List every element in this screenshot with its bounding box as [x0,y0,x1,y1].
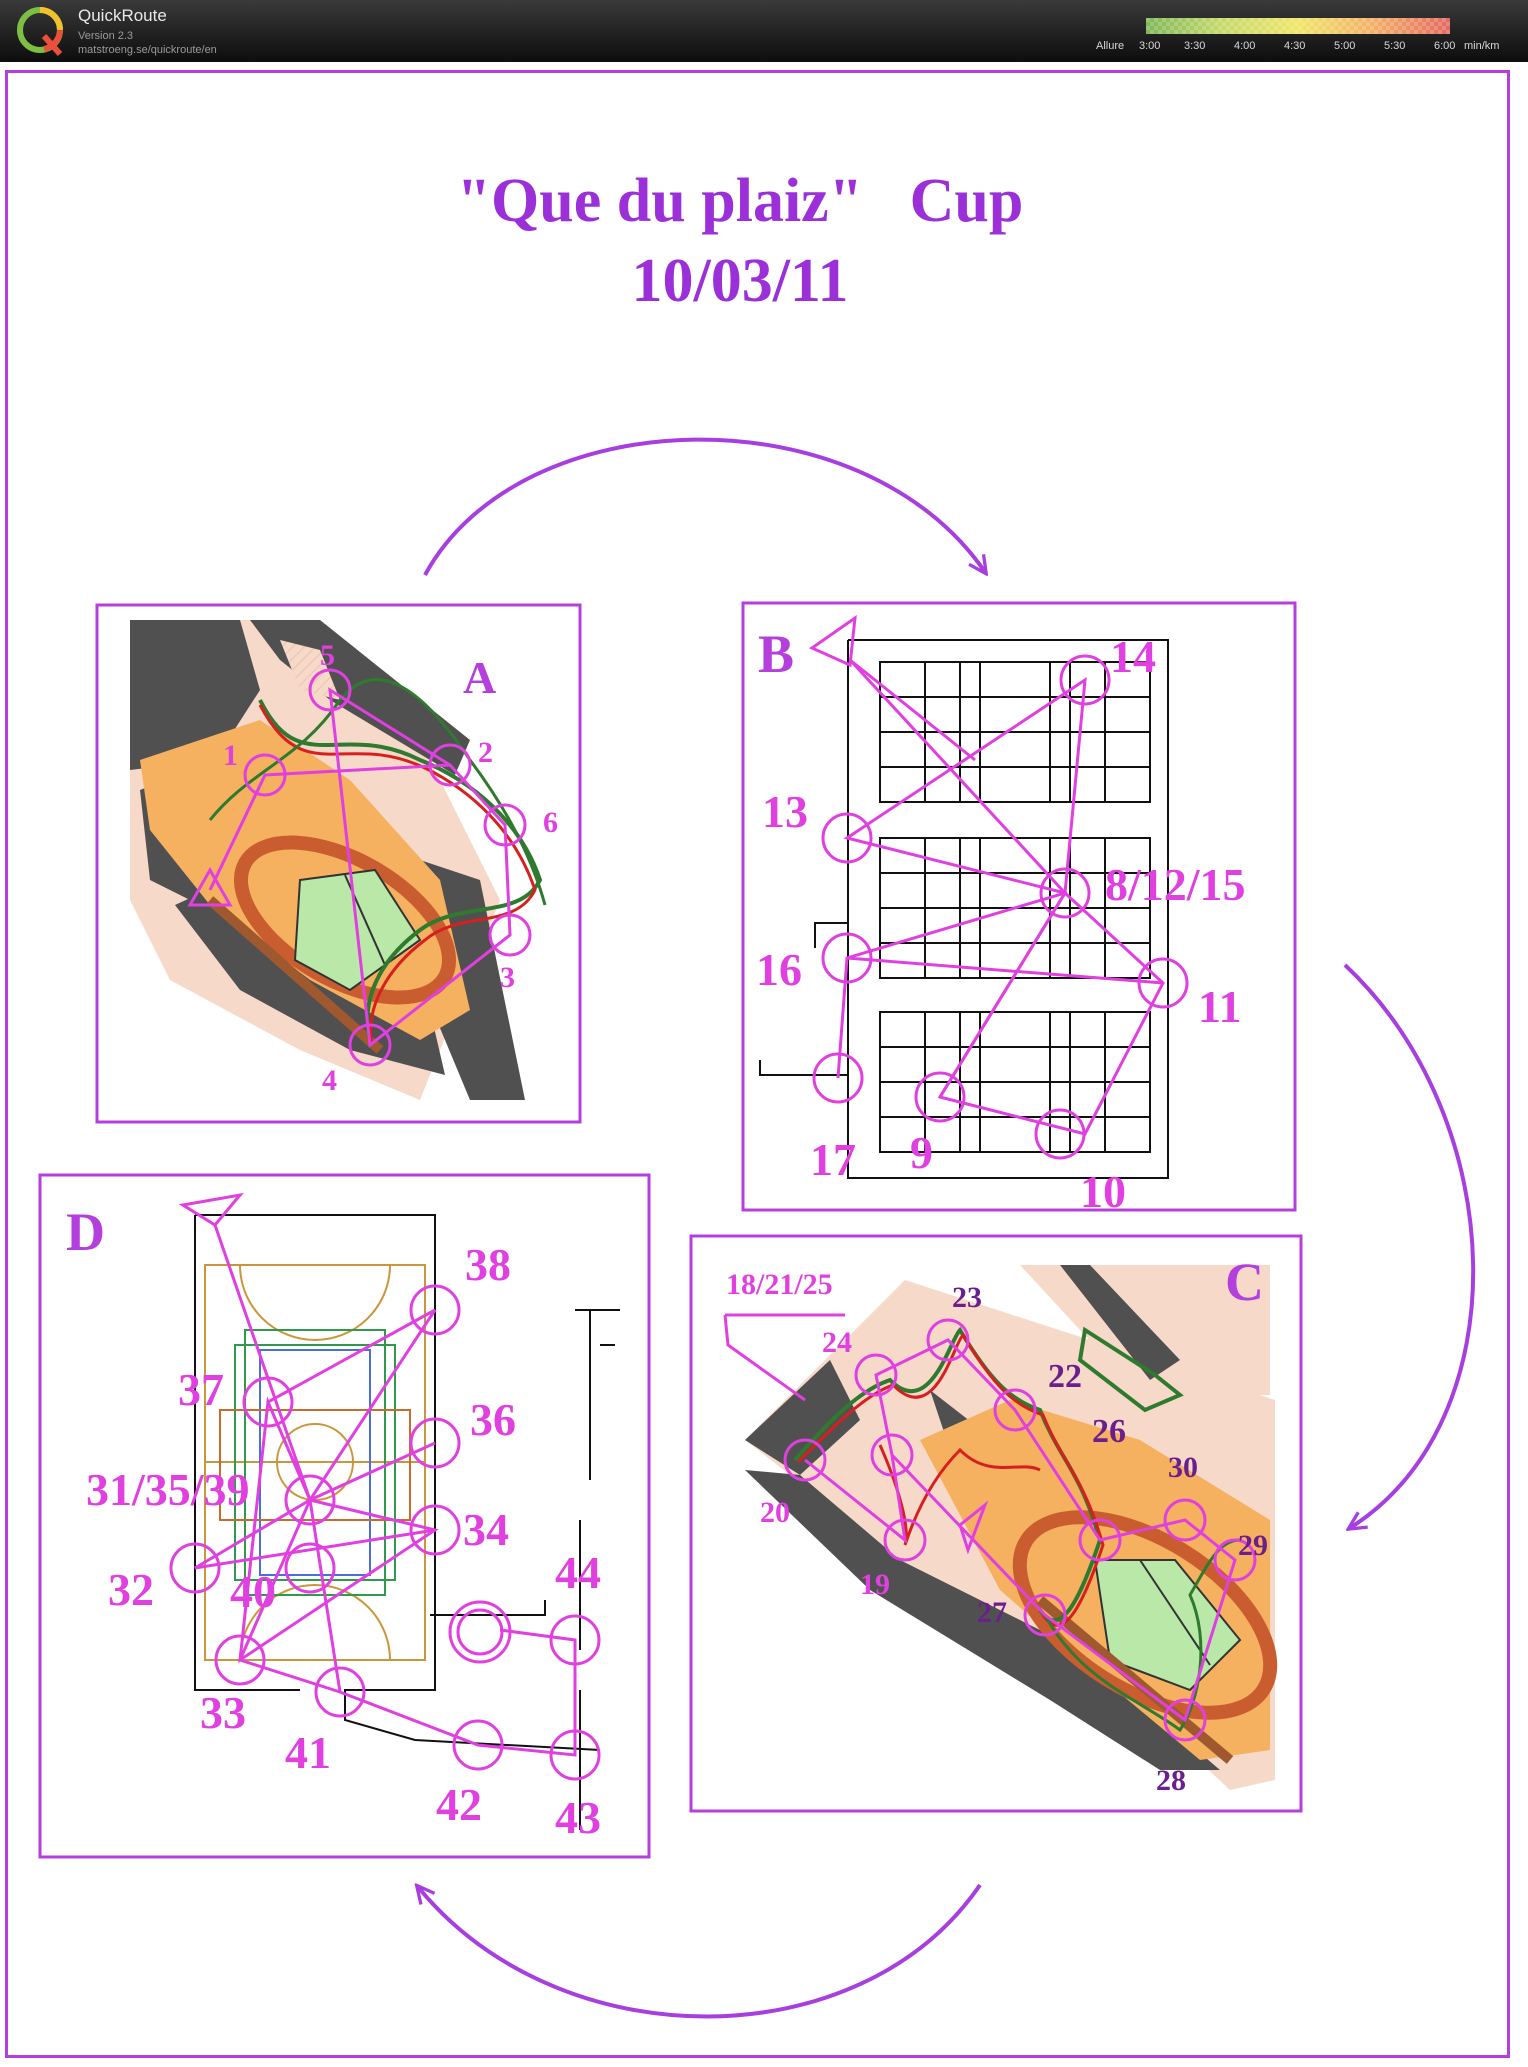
control-label: 37 [178,1364,224,1415]
control-label: 38 [465,1239,511,1290]
map-a-course [187,668,532,1067]
map-d-letter: D [66,1202,105,1262]
control-label: 36 [470,1394,516,1445]
event-date: 10/03/11 [631,247,849,315]
pace-tick: 6:00 [1434,40,1456,52]
map-panel-b: B 8/12/15 9 10 11 13 14 16 17 [741,601,1297,1217]
control-label: 40 [230,1566,276,1617]
control-label: 30 [1168,1451,1198,1484]
app-url: matstroeng.se/quickroute/en [78,44,217,56]
map-c-course [723,1313,1257,1742]
control-label: 9 [910,1127,933,1178]
control-label: 8/12/15 [1105,859,1246,910]
control-label: 14 [1110,631,1156,682]
map-sheet-frame [5,70,1510,2058]
control-label: 13 [762,786,808,837]
control-label: 24 [822,1326,852,1359]
map-panel-c: C 18/21/25 19 20 22 23 24 26 27 28 29 30 [689,1234,1303,1813]
control-label: 5 [320,639,335,672]
event-title: "Que du plaiz" Cup [0,170,1480,232]
pace-scale-axis: Allure 3:00 3:30 4:00 4:30 5:00 5:30 6:0… [1090,40,1510,56]
control-label: 11 [1198,981,1241,1032]
control-label: 27 [977,1596,1007,1629]
quickroute-logo-icon [17,7,63,56]
control-label: 32 [108,1564,154,1615]
control-label: 23 [952,1281,982,1314]
app-name: QuickRoute [78,6,167,25]
flow-arrow-a-to-b [423,437,985,575]
control-label: 2 [478,736,493,769]
app-version: Version 2.3 [78,30,134,42]
pace-tick: 3:30 [1184,40,1206,52]
map-panel-d: D 31/35/39 32 33 34 36 37 38 40 41 42 43… [38,1173,651,1859]
control-label: 19 [860,1568,890,1601]
control-label: 31/35/39 [86,1464,250,1515]
event-name-suffix: Cup [909,167,1024,235]
pace-tick: 4:30 [1284,40,1306,52]
control-label: 41 [285,1727,331,1778]
control-label: 10 [1080,1166,1126,1217]
pace-tick: 3:00 [1139,40,1161,52]
map-b-letter: B [758,624,794,684]
control-label: 4 [322,1064,337,1097]
control-label: 34 [463,1504,509,1555]
pace-color-scale [1146,18,1450,34]
control-label: 22 [1048,1358,1082,1395]
pace-tick: 5:00 [1334,40,1356,52]
control-label: 26 [1092,1413,1126,1450]
control-label: 44 [555,1547,601,1598]
map-d-course [169,1192,601,1781]
quickroute-header-bar: QuickRoute Version 2.3 matstroeng.se/qui… [0,0,1528,62]
map-b-course [808,614,1189,1160]
event-name: "Que du plaiz" [456,167,864,235]
pace-tick: 4:00 [1234,40,1256,52]
control-label: 29 [1238,1529,1268,1562]
control-label: 17 [810,1134,856,1185]
pace-scale-label: Allure [1096,40,1125,52]
flow-arrow-c-to-d [418,1885,982,2019]
control-label: 18/21/25 [726,1268,833,1301]
pace-unit: min/km [1464,40,1500,52]
control-label: 6 [543,806,558,839]
control-label: 43 [555,1792,601,1843]
control-label: 42 [436,1779,482,1830]
control-label: 3 [500,961,515,994]
flow-arrow-b-to-c [1343,963,1476,1528]
control-label: 33 [200,1687,246,1738]
pace-tick: 5:30 [1384,40,1406,52]
control-label: 20 [760,1496,790,1529]
control-label: 1 [223,739,238,772]
control-label: 16 [756,944,802,995]
map-d-hall [194,1214,620,1830]
map-c-terrain [745,1265,1278,1790]
control-label: 28 [1156,1764,1186,1797]
map-panel-a: A 1 2 3 4 5 6 [95,603,582,1124]
map-c-letter: C [1225,1252,1264,1312]
map-a-routes [208,678,547,1046]
map-a-letter: A [463,652,496,703]
